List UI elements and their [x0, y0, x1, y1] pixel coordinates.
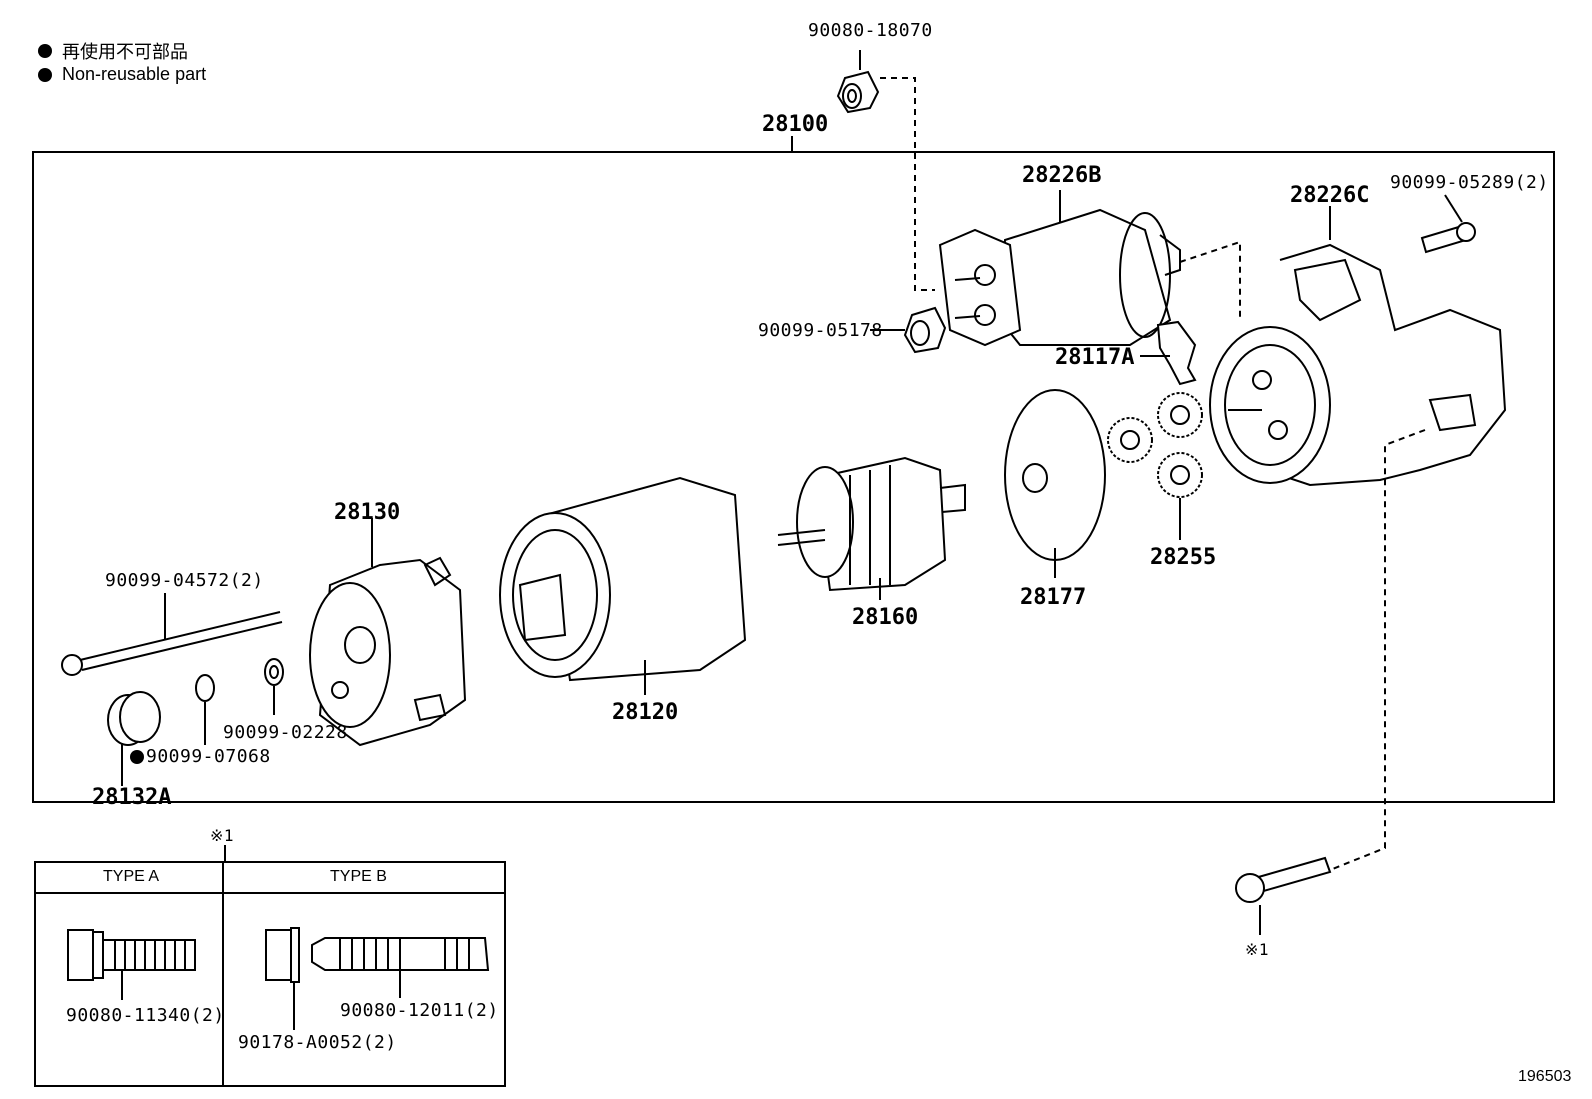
part-label[interactable]: 90178-A0052(2) [238, 1032, 397, 1053]
bolt-note-mark: ※1 [1245, 940, 1270, 959]
type-a-header: TYPE A [103, 868, 160, 885]
bullet-icon [38, 44, 52, 58]
through-bolt-icon [61, 611, 283, 676]
type-a-bolt-icon [67, 929, 196, 981]
nut-icon [836, 70, 880, 114]
non-reusable-part-label[interactable]: 90099-07068 [130, 746, 271, 767]
type-b-stud-icon [311, 937, 490, 971]
mounting-bolt-icon [1235, 856, 1332, 903]
type-b-header: TYPE B [330, 868, 387, 885]
part-label[interactable]: 90080-12011(2) [340, 1000, 499, 1021]
part-label[interactable]: 90099-04572(2) [105, 570, 264, 591]
cover-plate-icon [1004, 389, 1106, 561]
part-label[interactable]: 28117A [1055, 345, 1135, 370]
bullet-icon [38, 67, 52, 82]
bolt-icon [1420, 222, 1476, 254]
legend-en-text: Non-reusable part [62, 64, 207, 84]
part-label[interactable]: 90080-11340(2) [66, 1005, 225, 1026]
legend-jp: 再使用不可部品 [38, 38, 188, 64]
lock-plate-icon [195, 674, 215, 702]
solenoid-icon [938, 208, 1181, 347]
part-label[interactable]: 28226B [1022, 163, 1102, 188]
drive-housing-icon [1209, 243, 1507, 487]
part-label[interactable]: 28177 [1020, 585, 1087, 610]
end-cap-icon [107, 691, 161, 746]
part-label[interactable]: 28255 [1150, 545, 1217, 570]
non-reusable-dot-icon [130, 749, 144, 764]
part-label: 90099-07068 [146, 746, 271, 767]
note-mark: ※1 [210, 826, 235, 845]
part-label[interactable]: 90099-05289(2) [1390, 172, 1549, 193]
type-b-nut-icon [265, 927, 300, 983]
part-label[interactable]: 90099-02228 [223, 722, 348, 743]
part-label[interactable]: 28130 [334, 500, 401, 525]
drive-lever-icon [1156, 320, 1197, 386]
legend-jp-text: 再使用不可部品 [62, 42, 188, 62]
assembly-frame [32, 151, 1555, 803]
part-label[interactable]: 28226C [1290, 183, 1370, 208]
washer-icon [264, 658, 284, 686]
terminal-nut-icon [903, 306, 947, 354]
part-label[interactable]: 28120 [612, 700, 679, 725]
figure-id: 196503 [1518, 1068, 1572, 1085]
yoke-icon [499, 476, 747, 682]
bolt-type-table [34, 861, 506, 1087]
part-label[interactable]: 90080-18070 [808, 20, 933, 41]
assembly-label[interactable]: 28100 [762, 112, 829, 137]
part-label[interactable]: 28160 [852, 605, 919, 630]
commutator-end-frame-icon [309, 556, 467, 747]
part-label[interactable]: 28132A [92, 785, 172, 810]
legend-en: Non-reusable part [38, 64, 206, 85]
part-label[interactable]: 90099-05178 [758, 320, 883, 341]
armature-icon [777, 456, 966, 592]
planetary-gear-icon [1107, 392, 1203, 498]
